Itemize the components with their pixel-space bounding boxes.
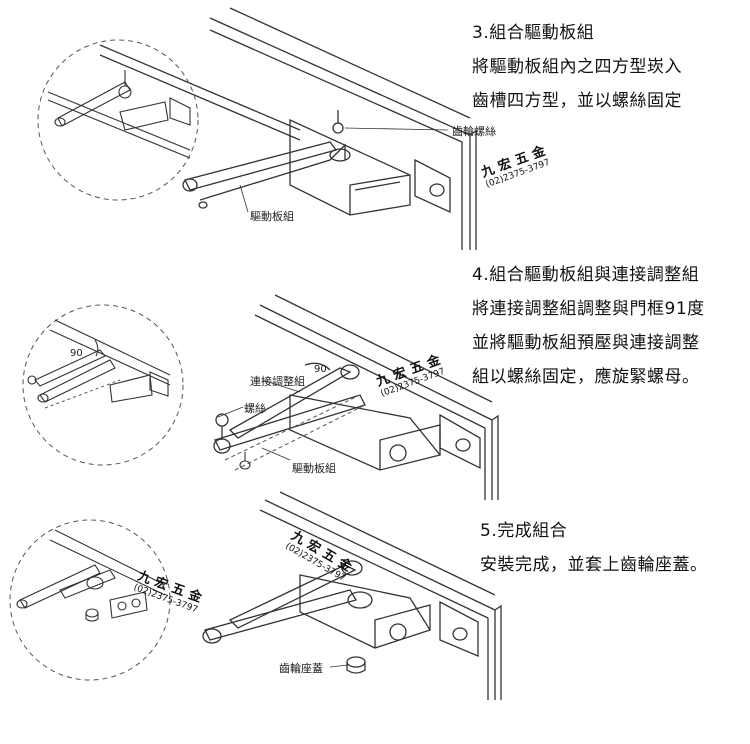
step5-title: 5.完成組合 [480, 521, 568, 541]
step5-gear-cover-callout: 齒輪座蓋 [279, 662, 323, 675]
step3-gear-screw-callout: 齒輪螺絲 [452, 125, 496, 138]
step3-line-2: 齒槽四方型，並以螺絲固定 [472, 91, 682, 111]
step4-link-adjust-callout: 連接調整組 [250, 375, 305, 388]
step4-screw-callout: 螺絲 [244, 402, 266, 415]
step5-line-1: 安裝完成，並套上齒輪座蓋。 [480, 555, 708, 575]
step4-line-1: 將連接調整組調整與門框91度 [472, 299, 705, 319]
step4-drive-plate-callout: 驅動板組 [292, 462, 336, 475]
step4-zoom-angle-label: 90 [70, 348, 83, 359]
step4-line-3: 組以螺絲固定，應旋緊螺母。 [472, 367, 700, 387]
step4-angle-label: 90 [314, 364, 327, 375]
step3-line-1: 將驅動板組內之四方型崁入 [472, 57, 682, 77]
step4-title: 4.組合驅動板組與連接調整組 [472, 265, 700, 285]
step4-line-2: 並將驅動板組預壓與連接調整 [472, 333, 700, 353]
step3-title: 3.組合驅動板組 [472, 23, 595, 43]
step3-drive-plate-callout: 驅動板組 [250, 210, 294, 223]
